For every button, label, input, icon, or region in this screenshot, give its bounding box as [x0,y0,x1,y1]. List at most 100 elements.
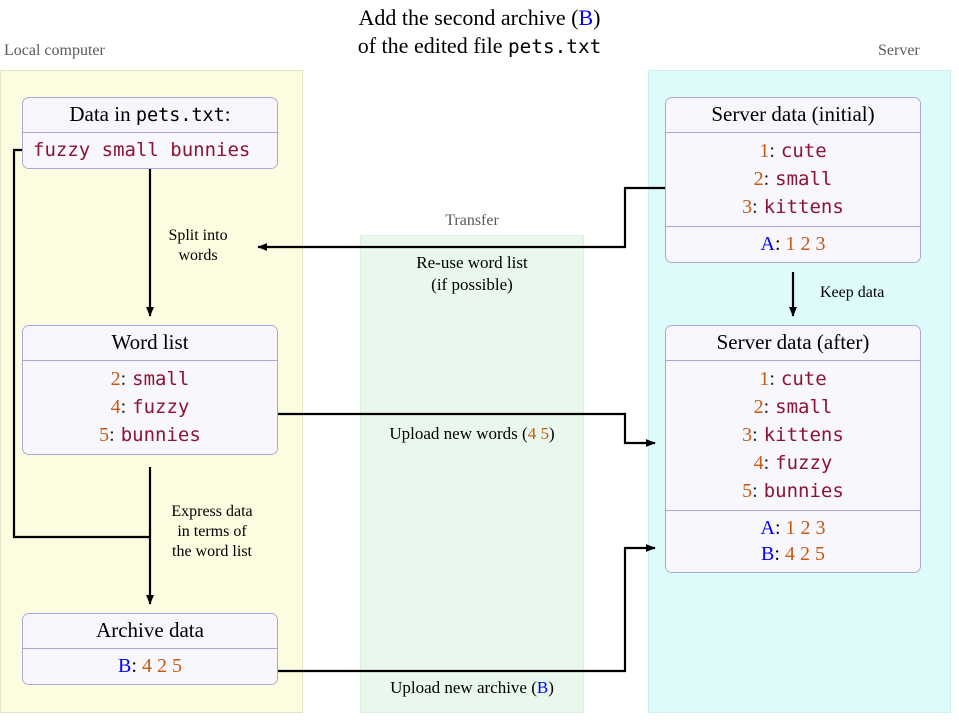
reuse-label-line-2: (if possible) [431,275,513,294]
server-label: Server [878,42,920,59]
server-after-archive-letter: A [760,517,775,539]
server-after-row: 3:kittens [742,421,844,449]
server-after-colon: : [752,424,758,446]
page-title: Add the second archive (B) of the edited… [0,4,959,61]
data-file-content: fuzzy small bunnies [33,139,251,161]
word-list-number: 4 [110,396,121,418]
server-after-archive-colon: : [774,517,786,539]
server-after-word: bunnies [763,480,844,502]
server-after-archive-numbers: 4 2 5 [784,543,825,565]
upload-new-archive-label: Upload new archive (B) [360,678,584,698]
express-label-line-1: Express data [171,503,253,520]
server-after-row: 5:bunnies [742,477,844,505]
word-list-colon: : [109,424,115,446]
data-file-box-body: fuzzy small bunnies [23,133,277,168]
server-initial-number: 2 [753,168,764,190]
server-initial-word: small [775,168,833,190]
word-list-box-header: Word list [23,326,277,361]
server-after-number: 1 [759,368,770,390]
title-line-1: Add the second archive (B) [0,4,959,32]
upload-new-words-label: Upload new words (4 5) [360,424,584,444]
reuse-word-list-label: Re-use word list (if possible) [360,252,584,296]
split-label-line-2: words [178,247,218,264]
transfer-label: Transfer [445,212,499,229]
server-initial-archive-letter: A [760,233,775,255]
word-list-word: bunnies [120,424,201,446]
archive-data-box-header: Archive data [23,614,277,649]
server-initial-colon: : [752,196,758,218]
data-file-box: Data in pets.txt: fuzzy small bunnies [22,97,278,169]
server-after-archive-row: B: 4 2 5 [674,541,912,567]
server-after-word: kittens [763,424,844,446]
word-list-row: 4:fuzzy [111,393,190,421]
title-text-a: Add the second archive ( [358,5,579,30]
server-after-word: small [775,396,833,418]
word-list-row: 2:small [111,365,190,393]
server-after-archive-colon: : [774,543,785,565]
server-initial-word: kittens [763,196,844,218]
server-initial-row: 3:kittens [742,193,844,221]
word-list-colon: : [120,396,127,418]
server-after-word: cute [780,368,827,390]
upload-archive-letter: B [536,678,549,697]
server-after-word: fuzzy [775,452,833,474]
archive-data-row: B: 4 2 5 [31,653,269,679]
title-line-2: of the edited file pets.txt [0,32,959,61]
word-list-word: fuzzy [132,396,190,418]
server-after-row: 1:cute [759,365,826,393]
local-computer-label: Local computer [4,42,105,59]
server-initial-word: cute [780,140,827,162]
server-initial-colon: : [769,140,775,162]
server-initial-colon: : [763,168,770,190]
server-initial-archive-numbers: 1 2 3 [785,233,826,255]
data-file-header-text: Data in [69,102,136,126]
word-list-number: 5 [99,424,110,446]
upload-words-numbers: 4 5 [527,424,549,443]
data-file-header-colon: : [224,102,231,126]
server-initial-number: 1 [759,140,770,162]
upload-archive-text-c: ) [548,678,554,697]
word-list-word: small [132,368,190,390]
archive-letter-b: B [578,5,594,30]
express-data-label: Express data in terms of the word list [150,502,274,562]
word-list-colon: : [120,368,127,390]
server-after-colon: : [763,452,770,474]
server-after-colon: : [763,396,770,418]
archive-data-colon: : [131,655,142,677]
split-label-line-1: Split into [168,227,228,244]
archive-data-box-body: B: 4 2 5 [23,649,277,684]
express-label-line-2: in terms of [177,523,247,540]
server-after-colon: : [769,368,775,390]
data-file-header-filename: pets.txt [135,105,225,126]
archive-data-numbers: 4 2 5 [141,655,182,677]
archive-data-box: Archive data B: 4 2 5 [22,613,278,685]
server-initial-archive-row: A: 1 2 3 [674,231,912,257]
server-after-box-header: Server data (after) [666,326,920,361]
server-after-number: 2 [753,396,764,418]
server-after-row: 2:small [754,393,833,421]
data-file-box-header: Data in pets.txt: [23,98,277,133]
word-list-row: 5:bunnies [99,421,201,449]
upload-words-text-a: Upload new words ( [389,424,528,443]
server-after-number: 4 [753,452,764,474]
server-after-number: 5 [742,480,753,502]
server-after-colon: : [752,480,758,502]
server-initial-row: 1:cute [759,137,826,165]
server-after-row: 4:fuzzy [754,449,833,477]
title-filename: pets.txt [508,35,602,58]
server-initial-row: 2:small [754,165,833,193]
server-after-archive-numbers: 1 2 3 [785,517,826,539]
upload-archive-text-a: Upload new archive ( [390,678,537,697]
server-after-archive-letter: B [761,543,775,565]
archive-data-letter: B [118,655,132,677]
